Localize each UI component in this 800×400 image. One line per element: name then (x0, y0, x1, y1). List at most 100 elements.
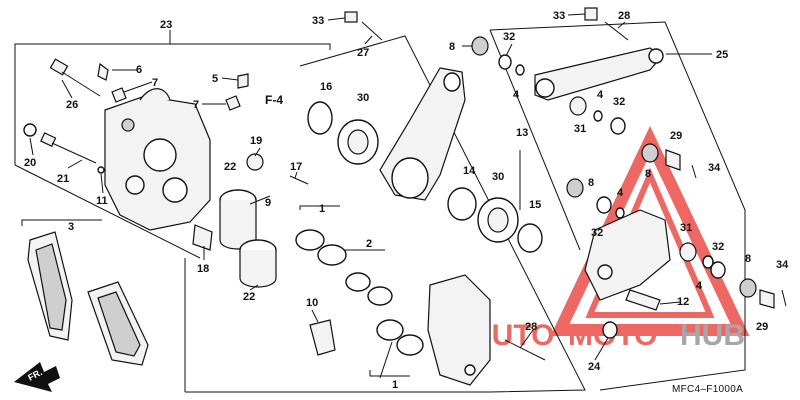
callout-4-a: 4 (513, 89, 520, 101)
bolt-18-head (192, 224, 213, 251)
callout-8-c: 8 (588, 177, 594, 189)
callout-5: 5 (212, 73, 218, 85)
bolt-28-lower (504, 339, 546, 361)
bushing-14 (447, 187, 477, 221)
seal-32-left (596, 196, 612, 214)
collar-8-right (641, 143, 659, 163)
clip-12 (625, 289, 661, 311)
callout-20: 20 (24, 157, 36, 169)
bolt-28-upper (604, 21, 629, 41)
ring-4-mid (593, 110, 603, 122)
callout-31-b: 31 (680, 222, 692, 234)
caliper-bore-2 (162, 177, 188, 203)
seal-1b (317, 244, 347, 266)
nut-29-low (759, 289, 775, 309)
callout-34-b: 34 (776, 259, 789, 271)
callout-14: 14 (463, 165, 476, 177)
callout-10: 10 (306, 297, 318, 309)
torque-link-arm (379, 67, 466, 201)
bushing-15 (517, 223, 543, 253)
callout-21: 21 (57, 173, 69, 185)
bolt-27 (361, 21, 383, 41)
nut-19 (246, 153, 264, 171)
front-arrow: FR. (14, 362, 60, 392)
ref-f4: F-4 (265, 93, 283, 107)
callout-33-b: 33 (553, 10, 565, 22)
bracket-hole (464, 364, 476, 376)
bushing-31-top (569, 96, 587, 116)
rod-eye-left (535, 78, 555, 98)
nut-29-top (665, 149, 681, 171)
callout-22-b: 22 (243, 291, 255, 303)
callout-32-d: 32 (712, 241, 724, 253)
seal-1c (376, 319, 404, 341)
callout-23: 23 (160, 19, 172, 31)
brake-pads (27, 231, 149, 366)
frame-left-diag (14, 164, 201, 259)
nut-33-a (344, 11, 358, 23)
piston-22-body (239, 250, 277, 288)
pistons (192, 153, 309, 288)
rod-eye-right (648, 48, 664, 64)
bolt-26-head (49, 58, 69, 76)
callout-9: 9 (265, 197, 271, 209)
bracket-plate-hole (597, 264, 613, 280)
bracket-1-bottom (369, 370, 410, 377)
cotter-34-low (781, 289, 787, 307)
callout-4-c: 4 (617, 187, 624, 199)
seals (295, 229, 424, 356)
callout-7-b: 7 (193, 99, 199, 111)
bushing-16 (307, 101, 333, 135)
callout-31-a: 31 (574, 123, 586, 135)
pin-21-shaft (51, 142, 97, 164)
callout-30-b: 30 (492, 171, 504, 183)
callouts: 33 27 8 32 4 33 28 25 23 6 7 5 7 26 16 3… (24, 10, 789, 391)
caliper-bore-1 (143, 138, 177, 172)
callout-11: 11 (96, 195, 108, 207)
callout-1-b: 1 (392, 379, 398, 391)
caliper-top-lug (139, 88, 171, 101)
callout-32-c: 32 (591, 227, 603, 239)
pin-21-head (40, 132, 57, 147)
caliper-bore-3 (125, 175, 145, 195)
cap-20 (23, 123, 37, 137)
rod-body (534, 47, 663, 101)
clip-11 (97, 166, 105, 174)
callout-19: 19 (250, 135, 262, 147)
collar-8-top (471, 36, 489, 56)
callout-4-d: 4 (696, 280, 703, 292)
seal-32-top (498, 54, 512, 70)
callout-8-a: 8 (449, 41, 455, 53)
caliper-body (104, 88, 211, 231)
spring-10 (309, 319, 336, 356)
callout-28-a: 28 (618, 10, 630, 22)
bleeder-5 (237, 73, 249, 89)
callout-29-b: 29 (756, 321, 768, 333)
callout-17: 17 (290, 161, 302, 173)
caliper-bracket (309, 274, 546, 386)
callout-13: 13 (516, 127, 528, 139)
seal-2a (345, 272, 371, 292)
seal-2b (367, 286, 393, 306)
bracket-2 (344, 249, 385, 255)
ring-4-left (615, 207, 625, 219)
left-bolts (23, 58, 249, 174)
bearing-30-lower-inner (487, 207, 509, 233)
diagram-code: MFC4–F1000A (672, 384, 743, 395)
bushing-24 (602, 321, 618, 339)
frame-right (489, 21, 746, 391)
callout-25: 25 (716, 49, 728, 61)
cap-7-lower (225, 95, 241, 111)
pin-17 (289, 175, 309, 185)
callout-8-d: 8 (745, 253, 751, 265)
group-frames (14, 21, 746, 393)
callout-2: 2 (366, 238, 372, 250)
seal-1d (396, 334, 424, 356)
callout-30-a: 30 (357, 92, 369, 104)
callout-16: 16 (320, 81, 332, 93)
seal-1a (295, 229, 325, 251)
bolt-26-shaft (61, 71, 101, 97)
link-arm-eye-top (443, 72, 461, 92)
